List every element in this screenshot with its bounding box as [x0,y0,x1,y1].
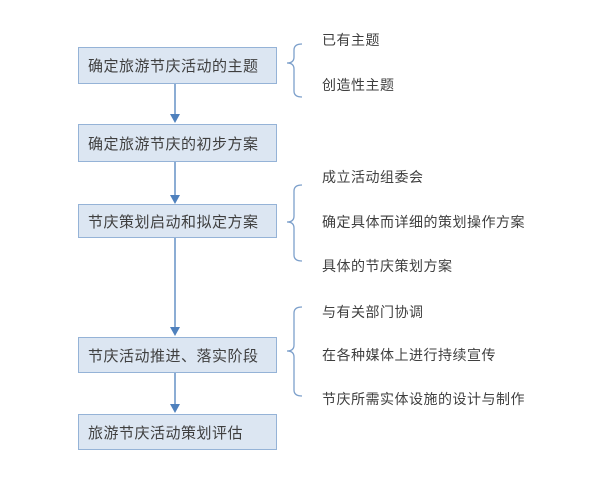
brace-step-4 [286,306,303,397]
annotation-step3-item2: 确定具体而详细的策划操作方案 [322,214,525,230]
flow-arrow-4 [170,373,180,413]
flow-step-4-label: 节庆活动推进、落实阶段 [88,347,259,365]
flow-arrow-3 [170,238,180,336]
flow-step-4: 节庆活动推进、落实阶段 [78,337,277,373]
annotation-step3-item1: 成立活动组委会 [322,169,424,185]
flow-step-5: 旅游节庆活动策划评估 [78,414,277,450]
flow-step-1-label: 确定旅游节庆活动的主题 [88,58,259,75]
annotation-step4-item3: 节庆所需实体设施的设计与制作 [322,391,525,407]
annotation-step1-item2: 创造性主题 [322,77,395,93]
flow-step-3-label: 节庆策划启动和拟定方案 [88,213,259,231]
annotation-step1-item1: 已有主题 [322,32,380,48]
annotation-step4-item1: 与有关部门协调 [322,304,424,320]
flow-arrow-2 [170,162,180,204]
flow-step-2-label: 确定旅游节庆的初步方案 [88,135,259,153]
flow-step-3: 节庆策划启动和拟定方案 [78,204,277,238]
flow-step-1: 确定旅游节庆活动的主题 [78,47,277,84]
flow-step-5-label: 旅游节庆活动策划评估 [88,424,244,442]
flow-step-2: 确定旅游节庆的初步方案 [78,124,277,162]
annotation-step4-item2: 在各种媒体上进行持续宣传 [322,347,496,363]
brace-step-3 [286,184,303,262]
annotation-step3-item3: 具体的节庆策划方案 [322,258,453,274]
brace-step-1 [286,43,303,98]
flow-arrow-1 [170,84,180,123]
